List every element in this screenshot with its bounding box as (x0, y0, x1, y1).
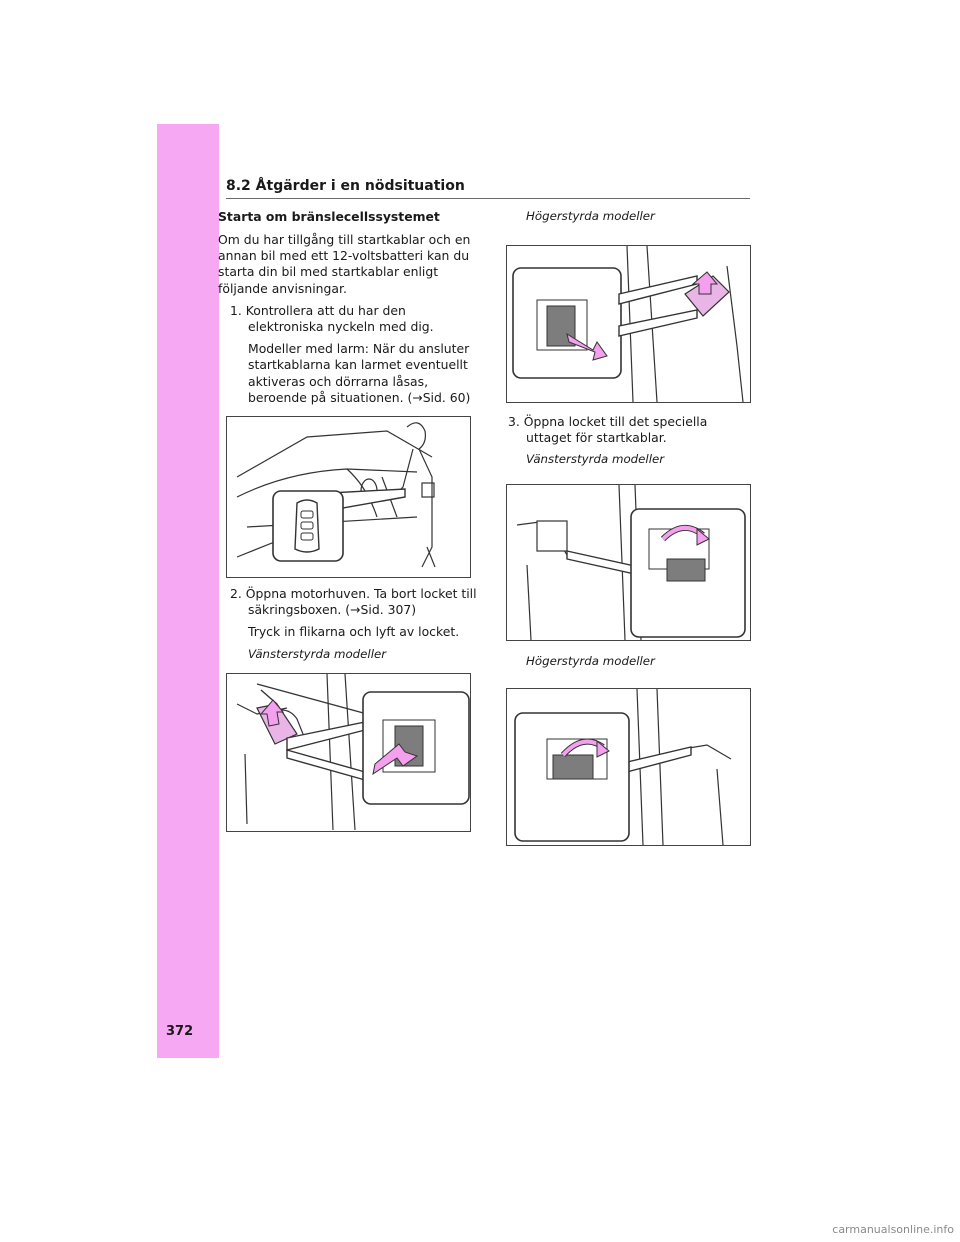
watermark: carmanualsonline.info (832, 1223, 954, 1236)
caption-lhd-terminal: Vänsterstyrda modeller (526, 452, 665, 467)
page-number: 372 (166, 1024, 194, 1039)
step-3: 3. Öppna locket till det speciella uttag… (508, 414, 708, 446)
figure-fusebox-lhd (226, 673, 471, 832)
figure-electronic-key (226, 416, 471, 578)
right-column-lower-2: Högerstyrda modeller (506, 654, 750, 674)
caption-rhd-fusebox: Högerstyrda modeller (526, 209, 655, 223)
caption-rhd-terminal: Högerstyrda modeller (526, 654, 655, 668)
step-1: 1. Kontrollera att du har den elektronis… (230, 302, 434, 335)
figure-terminal-rhd (506, 688, 751, 846)
chapter-tab-band (157, 124, 219, 1058)
figure-terminal-lhd (506, 484, 751, 641)
step-2: 2. Öppna motorhuven. Ta bort locket till… (230, 586, 477, 618)
procedure-heading: Starta om bränslecellssystemet (218, 209, 440, 224)
step-1-note: Modeller med larm: När du ansluter start… (248, 341, 471, 405)
section-header: 8.2 Åtgärder i en nödsituation (226, 178, 750, 199)
left-column: Starta om bränslecellssystemet Om du har… (218, 209, 478, 412)
left-column-lower: 2. Öppna motorhuven. Ta bort locket till… (218, 586, 478, 667)
step-2-note: Tryck in flikarna och lyft av locket. (248, 624, 460, 640)
right-column-lower: 3. Öppna locket till det speciella uttag… (506, 414, 750, 472)
intro-paragraph: Om du har tillgång till startkablar och … (218, 232, 471, 296)
right-column: Högerstyrda modeller (506, 209, 750, 229)
figure-fusebox-rhd (506, 245, 751, 403)
caption-lhd-fusebox: Vänsterstyrda modeller (248, 646, 387, 661)
